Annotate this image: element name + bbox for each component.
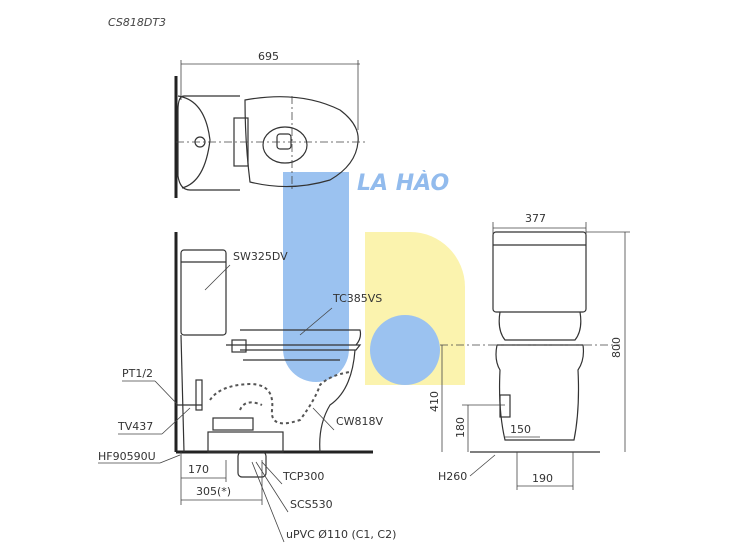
dim-180: 180 (454, 417, 467, 438)
dim-190: 190 (532, 472, 553, 485)
label-scs530: SCS530 (290, 498, 333, 511)
dim-410: 410 (428, 391, 441, 412)
side-view: 170 305(*) SW325DV TC385VS PT1/2 TV437 H… (98, 232, 396, 543)
top-view: 695 (174, 50, 365, 198)
label-sw325dv: SW325DV (233, 250, 288, 263)
watermark-text: LA HÀO (357, 170, 449, 196)
label-hf90590u: HF90590U (98, 450, 156, 463)
model-title: CS818DT3 (108, 16, 166, 29)
dim-150: 150 (510, 423, 531, 436)
dim-800: 800 (610, 337, 623, 358)
dim-170: 170 (188, 463, 209, 476)
label-tcp300: TCP300 (282, 470, 324, 483)
label-h260: H260 (438, 470, 467, 483)
label-pt12: PT1/2 (122, 367, 153, 380)
label-tv437: TV437 (117, 420, 153, 433)
label-cw818v: CW818V (336, 415, 384, 428)
dim-695: 695 (258, 50, 279, 63)
label-tc385vs: TC385VS (332, 292, 382, 305)
dim-377: 377 (525, 212, 546, 225)
dim-305: 305(*) (196, 485, 231, 498)
front-view: 377 800 410 180 150 190 H260 (428, 212, 630, 490)
watermark-logo: LA HÀO (283, 170, 465, 385)
label-upvc-pipe: uPVC Ø110 (C1, C2) (286, 528, 396, 541)
